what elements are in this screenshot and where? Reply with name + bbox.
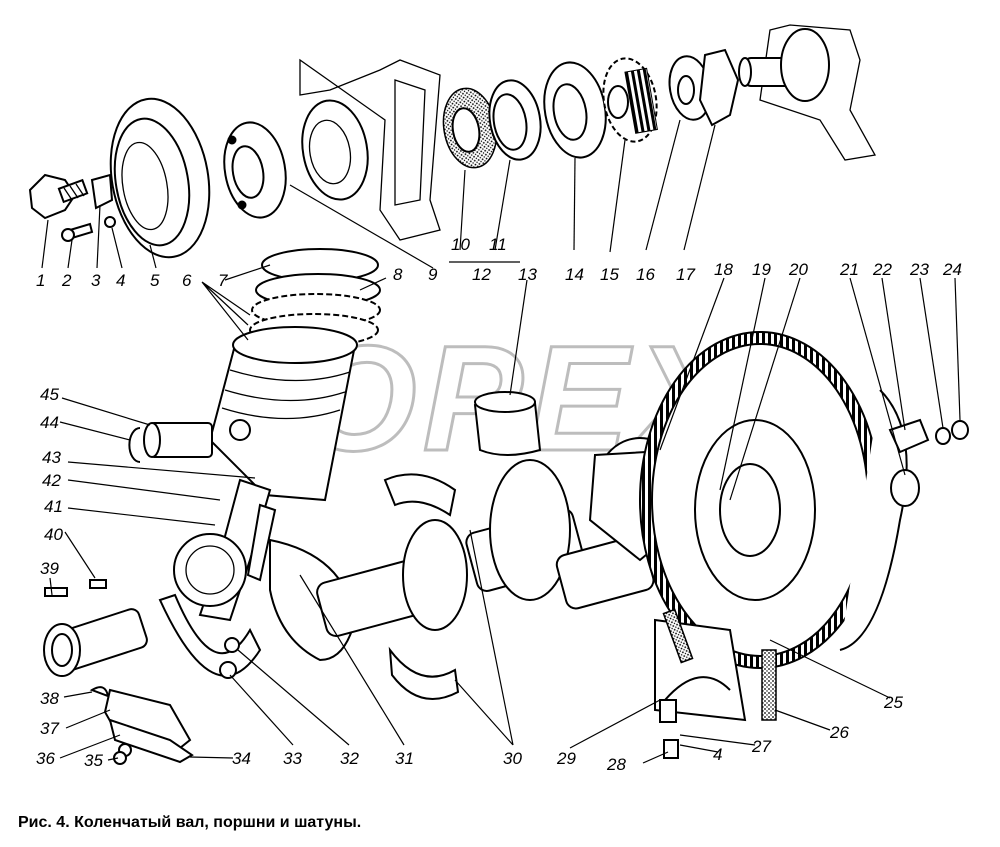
callout-31: 31	[395, 749, 414, 768]
callout-14: 14	[565, 265, 584, 284]
callout-17: 17	[676, 265, 695, 284]
crankshaft-ratchet-1	[28, 173, 89, 220]
callout-38: 38	[40, 689, 59, 708]
callout-21: 21	[839, 260, 859, 279]
piston	[208, 326, 358, 502]
oil-seal-10	[442, 87, 498, 169]
callout-24: 24	[942, 260, 962, 279]
callout-numbers: 1 2 3 4 5 6 7 8 9 10 11 12 13 14 15 16 1…	[36, 235, 962, 774]
callout-9: 9	[428, 265, 438, 284]
callout-26: 26	[829, 723, 849, 742]
thrust-washer-16	[668, 55, 712, 121]
lock-washer-3	[90, 173, 114, 210]
callout-32: 32	[340, 749, 359, 768]
callout-1: 1	[36, 271, 45, 290]
callout-12: 12	[472, 265, 491, 284]
bearing-shell-13	[473, 391, 542, 456]
callout-5: 5	[150, 271, 160, 290]
crankshaft-nose	[738, 28, 830, 102]
callout-34: 34	[232, 749, 251, 768]
callout-37: 37	[40, 719, 59, 738]
callout-19: 19	[752, 260, 771, 279]
callout-4: 4	[116, 271, 125, 290]
callout-30: 30	[503, 749, 522, 768]
key-40	[89, 579, 107, 589]
pulley-5	[109, 97, 211, 259]
thrust-washer-17	[698, 48, 740, 127]
engine-block-outline	[299, 24, 877, 241]
callout-43: 43	[42, 448, 61, 467]
callout-10: 10	[451, 235, 470, 254]
callout-2: 2	[61, 271, 72, 290]
callout-29: 29	[556, 749, 576, 768]
callout-3: 3	[91, 271, 101, 290]
oil-deflector-9	[301, 99, 369, 201]
nut-33	[219, 661, 237, 679]
callout-36: 36	[36, 749, 55, 768]
main-bearing-shells-30	[383, 473, 460, 700]
callout-40: 40	[44, 525, 63, 544]
callout-35: 35	[84, 751, 103, 770]
exploded-view-drawing: OPEX	[28, 24, 969, 774]
callout-41: 41	[44, 497, 63, 516]
hub-6	[223, 121, 287, 219]
flywheel-bolts	[888, 418, 969, 507]
piston-pin-45	[143, 422, 213, 458]
callout-18: 18	[714, 260, 733, 279]
callout-11: 11	[489, 235, 507, 254]
callout-28: 28	[606, 755, 626, 774]
callout-27: 27	[751, 737, 771, 756]
nut-32	[224, 637, 240, 653]
nut-35	[113, 751, 127, 765]
callout-33: 33	[283, 749, 302, 768]
callout-42: 42	[42, 471, 61, 490]
rear-oil-seal-holder	[654, 608, 777, 759]
callout-16: 16	[636, 265, 655, 284]
flywheel	[639, 331, 908, 669]
callout-7: 7	[218, 271, 228, 290]
key-39	[44, 587, 68, 597]
snap-ring-44	[128, 427, 141, 463]
connecting-rod	[173, 478, 277, 622]
key-38	[89, 686, 110, 698]
callout-25: 25	[883, 693, 903, 712]
callout-22: 22	[872, 260, 892, 279]
figure-caption: Рис. 4. Коленчатый вал, поршни и шатуны.	[18, 814, 362, 831]
callout-39: 39	[40, 559, 59, 578]
callout-6: 6	[182, 271, 192, 290]
washer-4	[104, 216, 116, 228]
callout-15: 15	[600, 265, 619, 284]
callout-45: 45	[40, 385, 59, 404]
callout-4-b: 4	[713, 745, 722, 764]
oil-thrower-14	[543, 61, 607, 159]
bolt-2	[61, 222, 94, 242]
leader-lines	[41, 119, 961, 764]
spacer-11	[488, 79, 542, 161]
timing-gear-15	[602, 57, 658, 143]
callout-20: 20	[788, 260, 808, 279]
callout-13: 13	[518, 265, 537, 284]
callout-44: 44	[40, 413, 59, 432]
callout-23: 23	[909, 260, 929, 279]
callout-8: 8	[393, 265, 403, 284]
